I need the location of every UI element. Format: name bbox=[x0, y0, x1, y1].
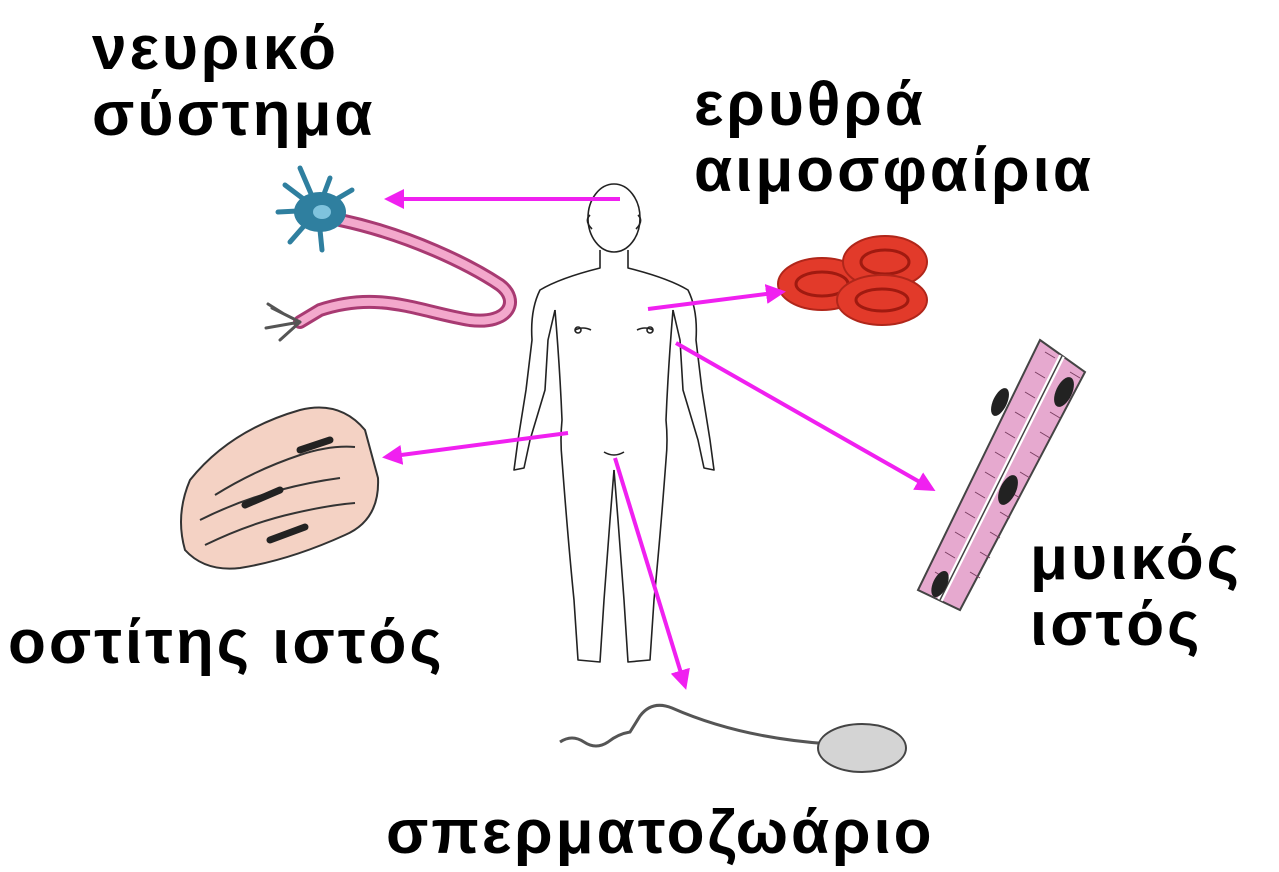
label-rbc-line2: αιμοσφαίρια bbox=[694, 138, 1094, 204]
label-muscle-line2: ιστός bbox=[1030, 592, 1242, 658]
label-nervous-line1: νευρικό bbox=[92, 16, 376, 82]
label-red-blood-cells: ερυθρά αιμοσφαίρια bbox=[694, 72, 1094, 204]
arrow-to-bone bbox=[386, 433, 568, 457]
label-muscle-tissue: μυικός ιστός bbox=[1030, 526, 1242, 658]
label-rbc-line1: ερυθρά bbox=[694, 72, 1094, 138]
human-body-figure bbox=[514, 184, 714, 662]
label-muscle-line1: μυικός bbox=[1030, 526, 1242, 592]
neuron-illustration bbox=[266, 168, 510, 340]
label-sperm-cell: σπερματοζωάριο bbox=[386, 800, 935, 866]
label-nervous-line2: σύστημα bbox=[92, 82, 376, 148]
label-bone-tissue: οστίτης ιστός bbox=[8, 610, 445, 676]
red-blood-cells-illustration bbox=[778, 236, 927, 325]
arrow-to-red-blood-cells bbox=[648, 292, 782, 309]
sperm-cell-illustration bbox=[560, 705, 906, 772]
bone-tissue-illustration bbox=[181, 408, 378, 569]
label-nervous-system: νευρικό σύστημα bbox=[92, 16, 376, 148]
